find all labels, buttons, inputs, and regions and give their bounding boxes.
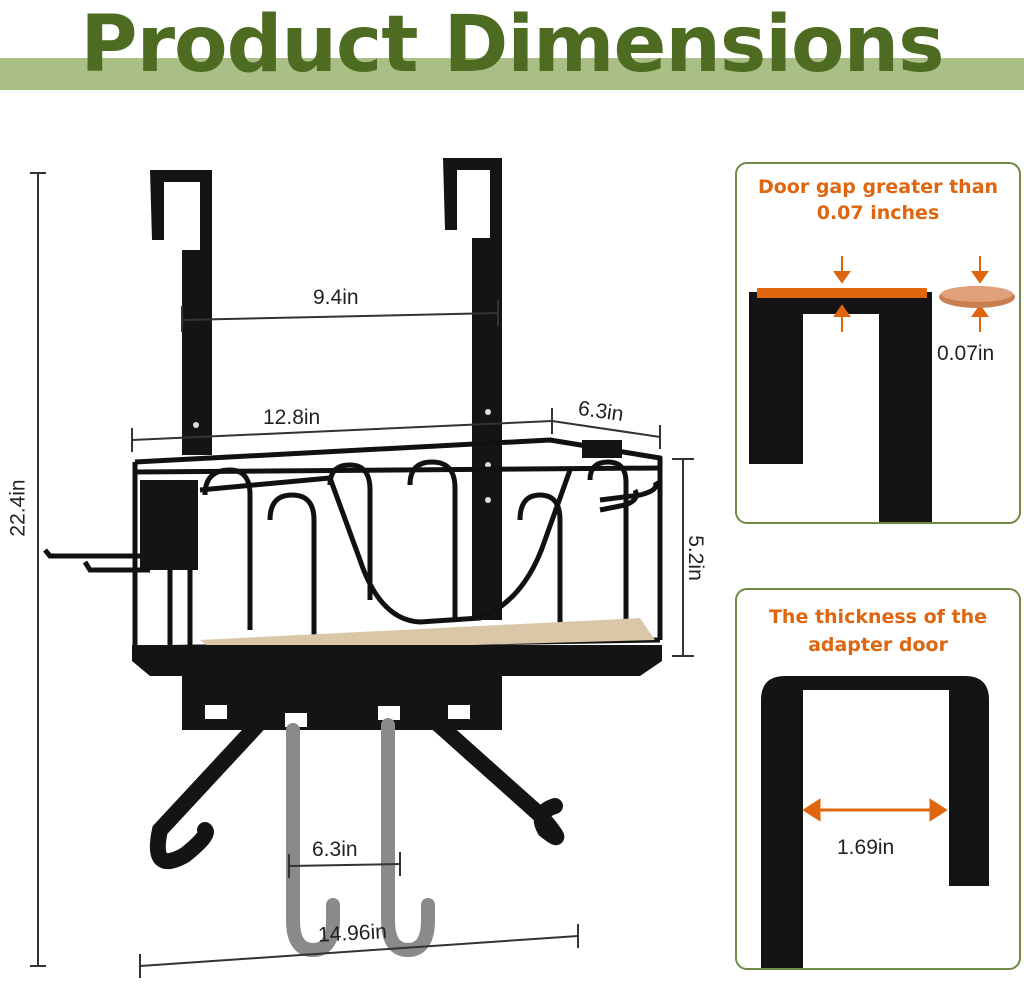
door-thickness-title-line2: adapter door [808, 634, 948, 656]
title-band [0, 58, 1024, 90]
coin-thickness-label: 0.07in [937, 342, 995, 365]
lower-s-hooks [286, 718, 435, 958]
wooden-base [200, 618, 655, 652]
ironing-board-arms [149, 682, 565, 870]
overall-width-line [139, 924, 579, 978]
door-gap-title-line1: Door gap greater than [757, 176, 999, 198]
thickness-arrow [802, 798, 948, 822]
basket-height-line [672, 458, 694, 657]
door-gap-illustration [749, 256, 1015, 522]
gap-arrows [833, 256, 989, 332]
basket-width-label: 12.8in [263, 406, 321, 429]
hook-bracket [182, 670, 502, 730]
lower-hook-spacing-line [288, 852, 401, 878]
door-thickness-panel: The thickness of the adapter door 1.69in [735, 588, 1021, 970]
over-door-hook-right [443, 158, 502, 620]
over-door-hook-left [150, 170, 212, 455]
side-hooks-right [599, 480, 659, 513]
basket-side-plate [140, 480, 198, 570]
hook-spacing-line [181, 300, 499, 332]
door-gap-panel: Door gap greater than 0.07 inches 0.07in [735, 162, 1021, 524]
hair-dryer-holder [43, 548, 150, 573]
overall-height-line [30, 172, 46, 967]
page-title: Product Dimensions [80, 0, 944, 90]
door-gap-title-line2: 0.07 inches [816, 202, 940, 224]
basket-top-dimension-lines [131, 408, 661, 452]
overall-height-label: 22.4in [6, 479, 30, 537]
hook-spacing-label: 9.4in [313, 286, 359, 309]
basket-height-label: 5.2in [683, 535, 707, 581]
door-thickness-illustration [761, 676, 989, 968]
wire-basket [132, 437, 663, 651]
overall-width-label: 14.96in [317, 920, 388, 947]
door-thickness-label: 1.69in [837, 836, 895, 859]
lower-hook-spacing-label: 6.3in [312, 838, 358, 861]
door-thickness-title-line1: The thickness of the [768, 606, 988, 628]
